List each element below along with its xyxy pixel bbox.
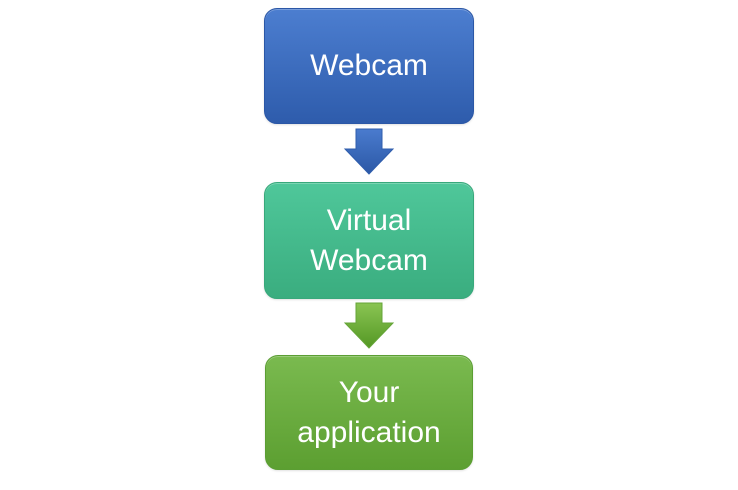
node-virtual-webcam: Virtual Webcam: [264, 182, 474, 299]
down-arrow-icon: [343, 128, 395, 176]
down-arrow-icon: [343, 302, 395, 350]
node-your-application-label: Your application: [297, 375, 441, 449]
node-webcam: Webcam: [264, 8, 474, 124]
node-webcam-label: Webcam: [310, 49, 428, 82]
node-virtual-webcam-label: Virtual Webcam: [310, 203, 428, 277]
node-your-application: Your application: [265, 355, 473, 470]
